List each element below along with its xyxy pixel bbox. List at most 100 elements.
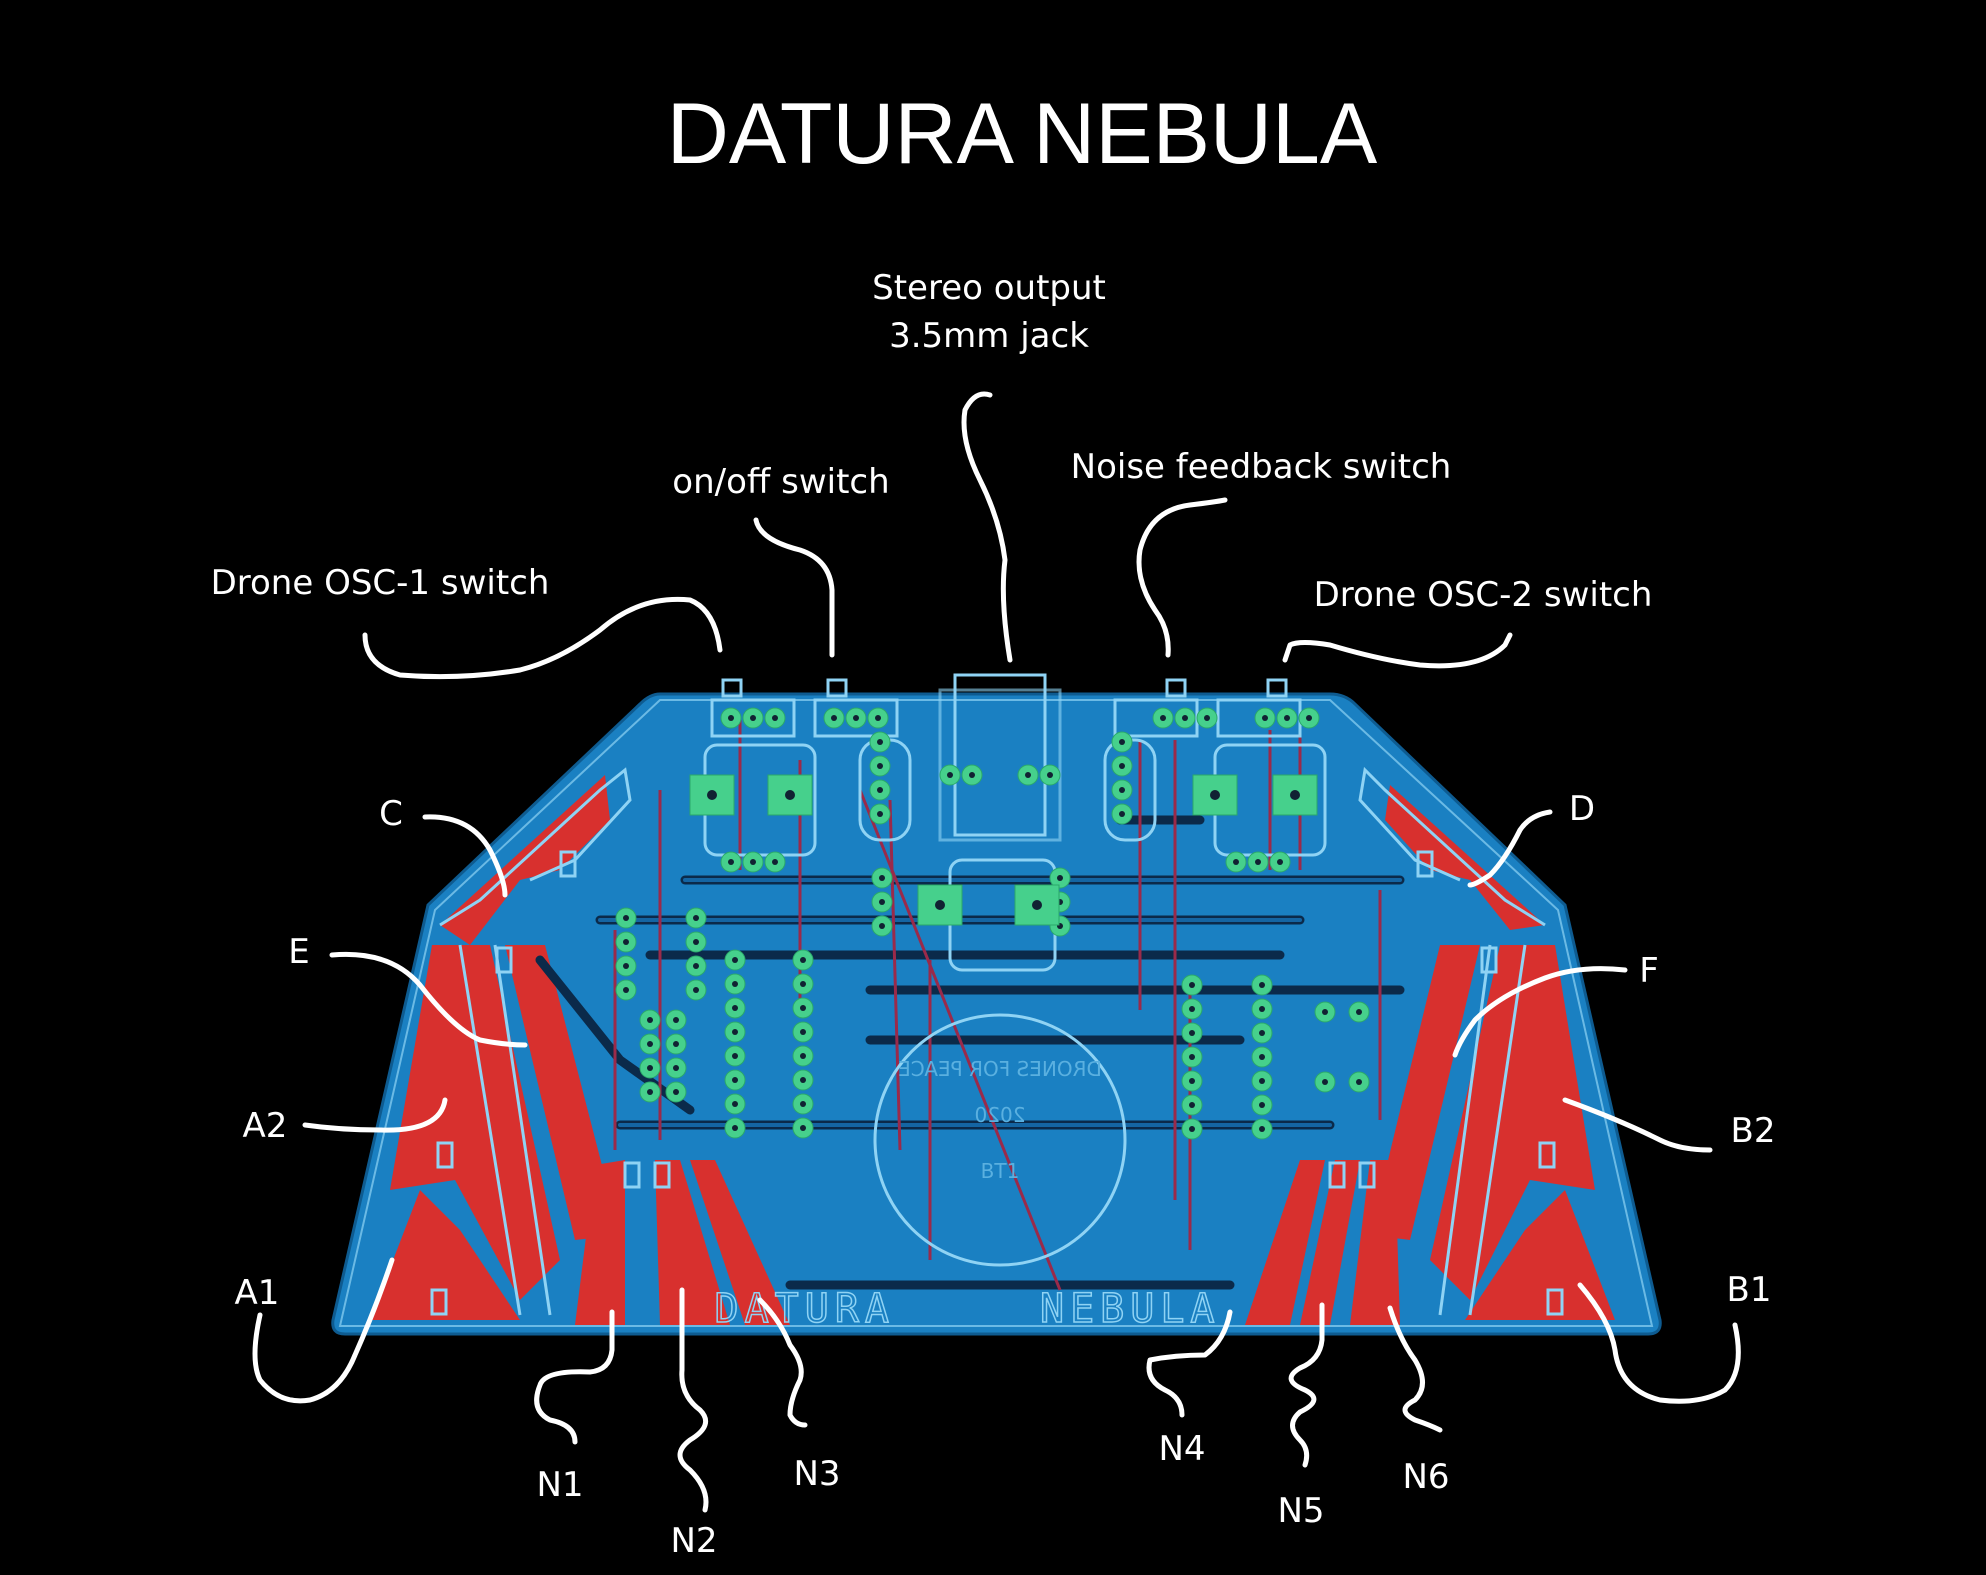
drill-hole: [732, 1077, 738, 1083]
touch-pads-right: [1245, 766, 1615, 1325]
pad-f: [1370, 945, 1480, 1240]
drill-hole: [800, 957, 806, 963]
drill-hole: [1119, 811, 1125, 817]
drill-hole: [1189, 1078, 1195, 1084]
label-pad-a1: A1: [235, 1273, 280, 1313]
label-stereo-output: Stereo output: [872, 268, 1106, 308]
mirrored-text-year: 2020: [975, 1103, 1026, 1127]
drill-hole: [693, 915, 699, 921]
drill-hole: [647, 1017, 653, 1023]
drill-hole: [800, 1053, 806, 1059]
drill-hole: [732, 1005, 738, 1011]
switch-footprints: [703, 673, 1327, 1267]
drill-hole: [1306, 715, 1312, 721]
drill-hole: [1284, 715, 1290, 721]
label-pad-n2: N2: [670, 1521, 717, 1561]
label-pad-f: F: [1639, 951, 1659, 991]
drill-hole: [1259, 1102, 1265, 1108]
drill-hole: [693, 939, 699, 945]
drill-hole: [673, 1041, 679, 1047]
label-on-off-switch: on/off switch: [672, 462, 889, 502]
drill-hole: [1259, 1126, 1265, 1132]
pad-b2: [1430, 945, 1595, 1300]
drill-hole: [969, 772, 975, 778]
drill-hole: [1356, 1079, 1362, 1085]
drill-hole: [732, 1125, 738, 1131]
pad-a2: [390, 945, 560, 1300]
silk-text-nebula: NEBULA: [1040, 1286, 1221, 1332]
drill-hole: [728, 715, 734, 721]
drill-hole: [1262, 715, 1268, 721]
touch-pads-left: [370, 767, 790, 1325]
drill-hole: [1259, 982, 1265, 988]
drill-hole: [1189, 1102, 1195, 1108]
drill-hole: [732, 981, 738, 987]
drill-hole: [785, 790, 795, 800]
drill-hole: [732, 957, 738, 963]
label-drone-osc1-switch: Drone OSC-1 switch: [211, 563, 550, 603]
bottom-layer-traces: [613, 720, 1382, 1291]
drill-hole: [947, 772, 953, 778]
drill-hole: [1119, 739, 1125, 745]
drill-hole: [877, 739, 883, 745]
drill-hole: [875, 715, 881, 721]
drill-hole: [732, 1053, 738, 1059]
drill-hole: [1290, 790, 1300, 800]
drill-hole: [750, 859, 756, 865]
drill-hole: [732, 1029, 738, 1035]
drill-hole: [707, 790, 717, 800]
drill-hole: [772, 715, 778, 721]
drill-hole: [1322, 1009, 1328, 1015]
label-pad-e: E: [288, 932, 309, 972]
drill-hole: [935, 900, 945, 910]
drill-hole: [673, 1017, 679, 1023]
drill-hole: [1189, 1030, 1195, 1036]
pad-a1: [370, 1190, 520, 1320]
drill-hole: [879, 923, 885, 929]
drill-hole: [673, 1065, 679, 1071]
drill-hole: [1047, 772, 1053, 778]
drill-hole: [1259, 1054, 1265, 1060]
drill-hole: [877, 811, 883, 817]
drill-hole: [647, 1089, 653, 1095]
diagram-title: DATURA NEBULA: [667, 86, 1378, 182]
drill-hole: [693, 987, 699, 993]
drill-hole: [693, 963, 699, 969]
drill-hole: [647, 1065, 653, 1071]
pad-d: [1385, 785, 1545, 930]
battery-label: BT1: [981, 1159, 1020, 1183]
drill-hole: [1322, 1079, 1328, 1085]
drill-hole: [879, 875, 885, 881]
drill-hole: [800, 1077, 806, 1083]
label-drone-osc2-switch: Drone OSC-2 switch: [1314, 575, 1653, 615]
drill-hole: [1189, 982, 1195, 988]
drill-hole: [853, 715, 859, 721]
drill-hole: [673, 1089, 679, 1095]
drill-hole: [800, 1005, 806, 1011]
drill-hole: [800, 1101, 806, 1107]
drill-hole: [1233, 859, 1239, 865]
drill-hole: [750, 715, 756, 721]
drill-hole: [800, 1029, 806, 1035]
drill-hole: [623, 915, 629, 921]
drill-hole: [800, 1125, 806, 1131]
callout-labels: Stereo output 3.5mm jack on/off switch N…: [211, 268, 1776, 1561]
drill-hole: [623, 963, 629, 969]
label-pad-c: C: [379, 794, 403, 834]
drill-hole: [623, 987, 629, 993]
label-pad-n5: N5: [1277, 1491, 1324, 1531]
drill-hole: [800, 981, 806, 987]
label-jack: 3.5mm jack: [889, 316, 1089, 356]
label-pad-n4: N4: [1158, 1429, 1205, 1469]
silk-text-datura: DATURA: [715, 1286, 896, 1332]
drill-hole: [1210, 790, 1220, 800]
drill-hole: [1119, 787, 1125, 793]
drill-hole: [1189, 1126, 1195, 1132]
pad-e: [505, 945, 620, 1240]
drill-hole: [732, 1101, 738, 1107]
drill-hole: [623, 939, 629, 945]
drill-hole: [877, 787, 883, 793]
pad-n2: [655, 1160, 730, 1325]
pad-n4: [1245, 1160, 1325, 1325]
